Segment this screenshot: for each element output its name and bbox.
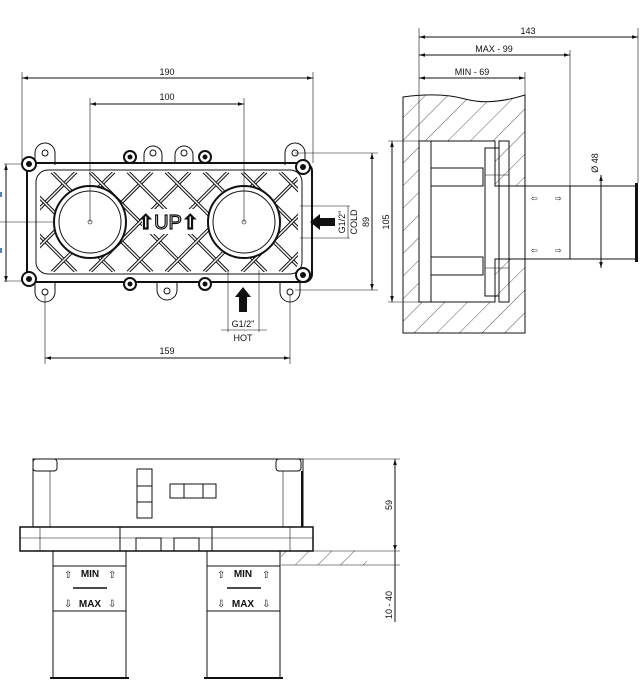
side-view: ⇦ ⇨ ⇦ ⇨ 143 MAX - 99 MIN - 69 105 Ø 48 [381, 26, 639, 334]
arrow-left-icon: ⇦ [531, 246, 538, 255]
max-label: MAX [232, 599, 255, 610]
lattice-rib [40, 172, 77, 272]
arrow-down-icon: ⇩ [217, 599, 225, 610]
lattice-rib [89, 172, 191, 272]
dim-body-depth: 59 [384, 500, 394, 510]
hot-inlet-arrow-icon [235, 287, 251, 312]
back-flange [418, 140, 432, 303]
arrow-up-icon: ⇧ [217, 570, 225, 581]
cutout-horizontal [169, 483, 217, 499]
arrow-right-icon: ⇨ [555, 194, 562, 203]
dim-total-depth: 143 [520, 26, 535, 36]
dim-height-89: 89 [361, 217, 371, 227]
arrow-left-icon: ⇦ [531, 194, 538, 203]
arrow-down-icon: ⇩ [64, 599, 72, 610]
max-label: MAX [79, 599, 102, 610]
cold-label: COLD [349, 209, 359, 235]
hot-thread: G1/2" [232, 319, 255, 329]
hot-label: HOT [234, 333, 254, 343]
dim-max-depth: MAX - 99 [475, 44, 513, 54]
leg-right: ⇧ ⇧ MIN ⇩ ⇩ MAX [204, 550, 283, 679]
adjust-sleeve [524, 185, 571, 260]
min-label: MIN [81, 569, 99, 580]
cold-inlet-arrow-icon [310, 214, 335, 230]
box-top-body [32, 458, 304, 528]
min-label: MIN [234, 569, 252, 580]
bolt-icon [295, 159, 311, 175]
arrow-down-icon: ⇩ [108, 599, 116, 610]
floor-section [281, 551, 367, 565]
dim-outlet-spacing: 100 [159, 92, 174, 102]
base-plate [19, 526, 314, 552]
dim-adjust-range: 10 - 40 [384, 591, 394, 619]
lattice-rib [279, 172, 298, 272]
cropped-mark [0, 248, 2, 253]
dim-min-depth: MIN - 69 [455, 67, 490, 77]
bolt-icon [198, 150, 212, 164]
leg-left: ⇧ ⇧ MIN ⇩ ⇩ MAX [50, 550, 129, 679]
arrow-up-icon: ⇧ [108, 570, 116, 581]
dim-mount-spacing: 159 [159, 346, 174, 356]
up-label: ⇧UP⇧ [137, 212, 198, 234]
arrow-down-icon: ⇩ [262, 599, 270, 610]
cutout-vertical [136, 468, 153, 519]
bolt-icon [123, 150, 137, 164]
inner-frame [35, 169, 303, 275]
dim-height-105: 105 [381, 214, 391, 229]
lattice-rib [279, 172, 298, 272]
bolts [21, 150, 311, 291]
lattice-rib [40, 172, 77, 272]
bolt-icon [21, 156, 37, 172]
front-view: ⇧UP⇧ 190 100 159 89 G1/2" COLD G1/2" H [0, 67, 378, 364]
cover-plate [635, 183, 638, 262]
arrow-right-icon: ⇨ [555, 246, 562, 255]
bolt-icon [295, 267, 311, 283]
arrow-up-icon: ⇧ [262, 570, 270, 581]
arrow-up-icon: ⇧ [64, 570, 72, 581]
cropped-mark [0, 192, 2, 197]
bolt-icon [198, 277, 212, 291]
bottom-view: ⇧ ⇧ MIN ⇩ ⇩ MAX ⇧ ⇧ MIN ⇩ ⇩ MAX 59 10 - … [19, 458, 400, 679]
dim-overall-width: 190 [159, 67, 174, 77]
cold-thread: G1/2" [337, 211, 347, 234]
dim-diameter: Ø 48 [590, 153, 600, 173]
bolt-icon [123, 277, 137, 291]
mounting-ears [34, 142, 306, 303]
bolt-icon [21, 271, 37, 287]
